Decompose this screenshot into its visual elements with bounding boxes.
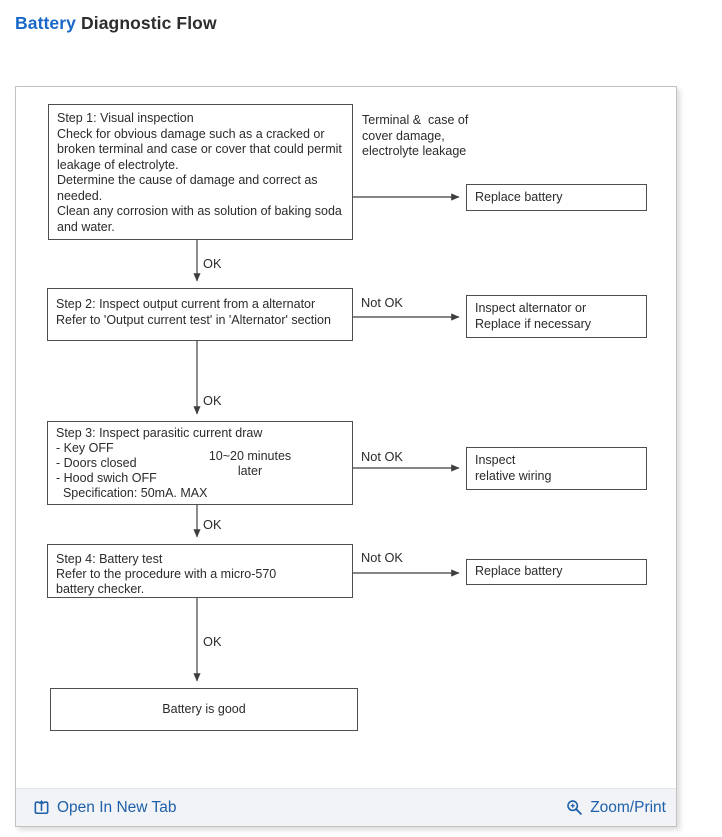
zoom-print-link[interactable]: Zoom/Print — [566, 799, 666, 817]
ok-label-4: OK — [203, 634, 222, 649]
battery-good-box: Battery is good — [50, 688, 358, 731]
open-in-new-tab-link[interactable]: Open In New Tab — [33, 799, 176, 817]
inspect-wiring-box: Inspect relative wiring — [466, 447, 647, 490]
replace-battery-box-1: Replace battery — [466, 184, 647, 211]
step1-side-note: Terminal & case of cover damage, electro… — [362, 113, 469, 158]
panel-overlay: Open In New Tab Zoom/Print — [15, 86, 677, 827]
open-in-new-tab-label: Open In New Tab — [57, 798, 177, 816]
zoom-print-label: Zoom/Print — [590, 798, 666, 816]
zoom-in-icon — [566, 799, 583, 816]
step4-box: Step 4: Battery test Refer to the proced… — [47, 544, 353, 598]
step3-box: Step 3: Inspect parasitic current draw -… — [47, 421, 353, 505]
footer-bar: Open In New Tab Zoom/Print — [16, 788, 676, 826]
open-in-new-tab-icon — [33, 799, 50, 816]
page-title-accent: Battery — [15, 13, 77, 33]
ok-label-1: OK — [203, 256, 222, 271]
page-title-rest: Diagnostic Flow — [81, 13, 217, 33]
ok-label-3: OK — [203, 517, 222, 532]
not-ok-label-4: Not OK — [361, 550, 403, 565]
not-ok-label-2: Not OK — [361, 295, 403, 310]
ok-label-2: OK — [203, 393, 222, 408]
step2-box: Step 2: Inspect output current from a al… — [47, 288, 353, 341]
inspect-alternator-box: Inspect alternator or Replace if necessa… — [466, 295, 647, 338]
replace-battery-box-2: Replace battery — [466, 559, 647, 585]
step1-box: Step 1: Visual inspection Check for obvi… — [48, 104, 353, 240]
timing-note: 10~20 minutes later — [208, 449, 292, 478]
not-ok-label-3: Not OK — [361, 449, 403, 464]
